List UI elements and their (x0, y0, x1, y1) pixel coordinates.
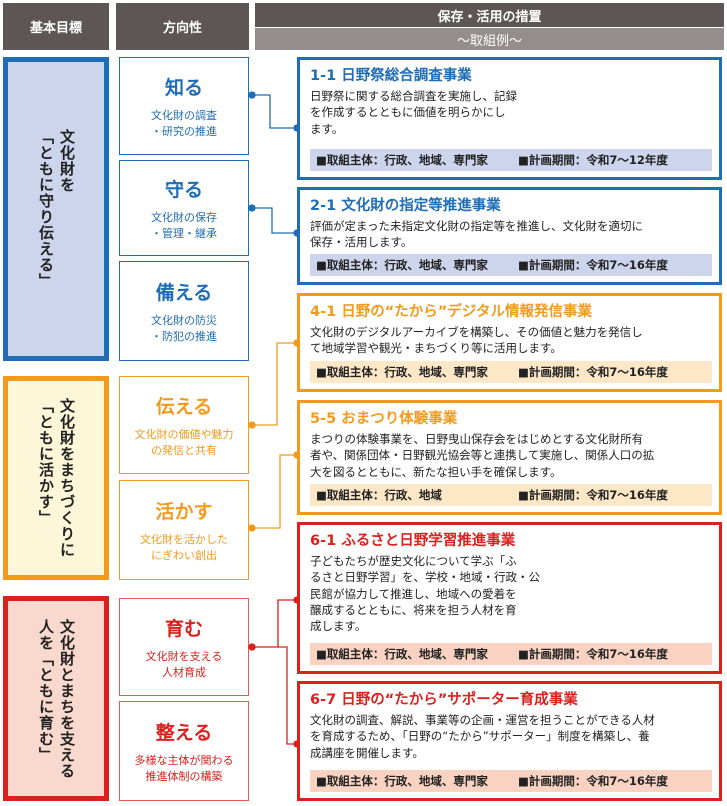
measure-desc: 子どもたちが歴史文化について学ぶ「ふ るさと日野学習」を、学校・地域・行政・公 … (310, 554, 540, 634)
measure-period: ■計画期間：令和7〜16年度 (518, 365, 668, 379)
connector-dot (248, 524, 256, 532)
measure-2-1: 2-1 文化財の指定等推進事業 評価が定まった未指定文化財の指定等を推進し、文化… (297, 187, 722, 285)
measure-info-bar: ■取組主体：行政、地域、専門家 ■計画期間：令和7〜16年度 (310, 643, 712, 665)
measure-actors: ■取組主体：行政、地域 (316, 488, 442, 502)
direction-title: 知る (164, 76, 203, 99)
measure-period: ■計画期間：令和7〜16年度 (518, 774, 668, 788)
measure-info-bar: ■取組主体：行政、地域、専門家 ■計画期間：令和7〜16年度 (310, 770, 712, 792)
measure-actors: ■取組主体：行政、地域、専門家 (316, 258, 488, 272)
measure-title: 5-5 おまつり体験事業 (310, 411, 458, 427)
measure-info-bar: ■取組主体：行政、地域 ■計画期間：令和7〜16年度 (310, 484, 712, 506)
measure-desc: まつりの体験事業を、日野曳山保存会をはじめとする文化財所有 者や、関係団体・日野… (310, 432, 655, 479)
measure-period: ■計画期間：令和7〜12年度 (518, 153, 668, 167)
connector-line (249, 207, 297, 234)
measure-title: 6-1 ふるさと日野学習推進事業 (310, 533, 516, 549)
measure-period: ■計画期間：令和7〜16年度 (518, 488, 668, 502)
direction-sub: 多様な主体が関わる 推進体制の構築 (134, 753, 234, 783)
connector-dot (248, 204, 256, 212)
connectors-blue (248, 91, 301, 237)
measure-actors: ■取組主体：行政、地域、専門家 (316, 153, 488, 167)
measure-title: 1-1 日野祭総合調査事業 (310, 68, 472, 84)
goal-nurture-text: 文化財とまちを支える 人を「ともに育む」 (37, 618, 76, 779)
measure-actors: ■取組主体：行政、地域、専門家 (316, 647, 488, 661)
goal-protect: 文化財を 「ともに守り伝える」 (3, 57, 109, 361)
measure-info-bar: ■取組主体：行政、地域、専門家 ■計画期間：令和7〜12年度 (310, 149, 712, 171)
connector-line (249, 94, 297, 129)
connector-dot (248, 643, 256, 651)
measure-title: 2-1 文化財の指定等推進事業 (310, 198, 501, 214)
direction-sub: 文化財の防災 ・防犯の推進 (151, 313, 217, 343)
connector-dot (248, 421, 256, 429)
measure-period: ■計画期間：令和7〜16年度 (518, 647, 668, 661)
measure-period: ■計画期間：令和7〜16年度 (518, 258, 668, 272)
connector-line (249, 454, 297, 529)
direction-title: 整える (155, 721, 213, 744)
measure-actors: ■取組主体：行政、地域、専門家 (316, 774, 488, 788)
goal-utilize: 文化財をまちづくりに 「ともに活かす」 (3, 376, 109, 580)
direction-title: 守る (164, 178, 203, 201)
measure-desc: 文化財の調査、解説、事業等の企画・運営を担うことができる人材 を育成するため、「… (310, 713, 655, 760)
connectors-red (248, 596, 301, 748)
direction-convey: 伝える 文化財の価値や魅力 の発信と共有 (119, 376, 249, 474)
connector-line (278, 646, 297, 745)
direction-sub: 文化財の価値や魅力 の発信と共有 (134, 427, 234, 457)
measure-1-1: 1-1 日野祭総合調査事業 日野祭に関する総合調査を実施し、記録 を作成するとと… (297, 57, 722, 180)
direction-sub: 文化財を活かした にぎわい創出 (140, 532, 228, 562)
measure-desc: 評価が定まった未指定文化財の指定等を推進し、文化財を適切に 保存・活用します。 (310, 219, 644, 250)
measure-6-7: 6-7 日野の“たから”サポーター育成事業 文化財の調査、解説、事業等の企画・運… (297, 681, 722, 801)
direction-nurture: 育む 文化財を支える 人材育成 (119, 598, 249, 696)
measure-5-5: 5-5 おまつり体験事業 まつりの体験事業を、日野曳山保存会をはじめとする文化財… (297, 400, 722, 515)
measure-title: 4-1 日野の“たから”デジタル情報発信事業 (310, 304, 593, 320)
connector-dot (248, 91, 256, 99)
direction-protect: 守る 文化財の保存 ・管理・継承 (119, 160, 249, 256)
header-direction: 方向性 (116, 3, 249, 50)
goal-protect-text: 文化財を 「ともに守り伝える」 (37, 129, 76, 289)
measure-4-1: 4-1 日野の“たから”デジタル情報発信事業 文化財のデジタルアーカイブを構築し… (297, 293, 722, 392)
connectors-orange (248, 339, 301, 532)
goal-nurture: 文化財とまちを支える 人を「ともに育む」 (3, 596, 109, 801)
measure-6-1: 6-1 ふるさと日野学習推進事業 子どもたちが歴史文化について学ぶ「ふ るさと日… (297, 522, 722, 674)
direction-title: 備える (155, 281, 213, 304)
measure-title: 6-7 日野の“たから”サポーター育成事業 (310, 692, 578, 708)
measure-info-bar: ■取組主体：行政、地域、専門家 ■計画期間：令和7〜16年度 (310, 361, 712, 383)
measure-desc: 文化財のデジタルアーカイブを構築し、その価値と魅力を発信し て地域学習や観光・ま… (310, 325, 643, 356)
direction-title: 活かす (155, 500, 213, 523)
header-measures: 保存・活用の措置 (255, 3, 724, 27)
direction-sub: 文化財の保存 ・管理・継承 (151, 210, 217, 240)
measure-actors: ■取組主体：行政、地域、専門家 (316, 365, 488, 379)
direction-title: 育む (164, 617, 203, 640)
direction-sub: 文化財を支える 人材育成 (145, 649, 223, 679)
measure-info-bar: ■取組主体：行政、地域、専門家 ■計画期間：令和7〜16年度 (310, 254, 712, 276)
direction-arrange: 整える 多様な主体が関わる 推進体制の構築 (119, 701, 249, 801)
direction-sub: 文化財の調査 ・研究の推進 (151, 108, 217, 138)
measure-desc: 日野祭に関する総合調査を実施し、記録 を作成するとともに価値を明らかにし ます。 (310, 89, 517, 136)
direction-utilize: 活かす 文化財を活かした にぎわい創出 (119, 480, 249, 580)
direction-know: 知る 文化財の調査 ・研究の推進 (119, 57, 249, 155)
header-goal: 基本目標 (3, 3, 109, 50)
header-measures-sub: 〜取組例〜 (255, 28, 724, 50)
goal-utilize-text: 文化財をまちづくりに 「ともに活かす」 (37, 398, 76, 558)
direction-prepare: 備える 文化財の防災 ・防犯の推進 (119, 261, 249, 361)
direction-title: 伝える (155, 395, 213, 418)
connector-line (249, 342, 297, 426)
connector-line (249, 599, 297, 648)
